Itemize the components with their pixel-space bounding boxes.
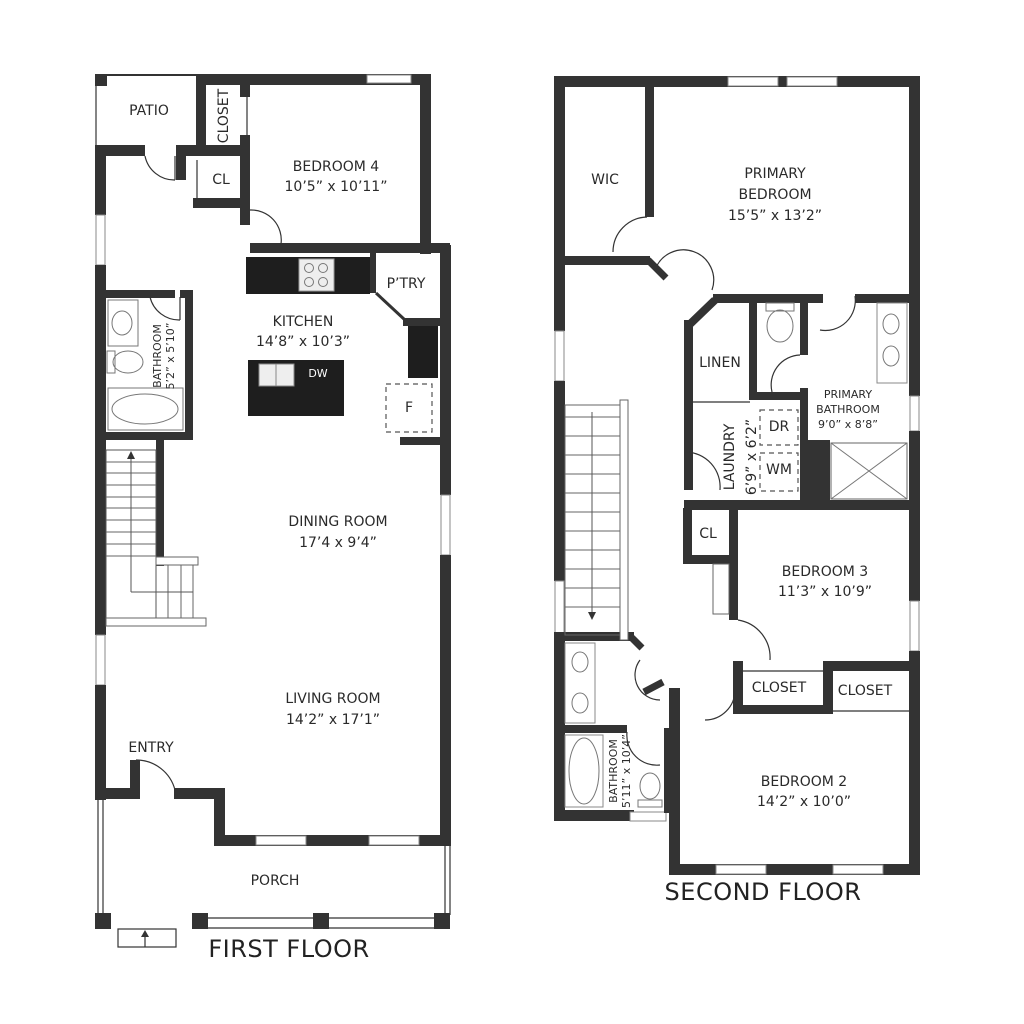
first-floor-stairs	[105, 449, 207, 627]
first-floor-doors	[135, 155, 282, 791]
room-dims-primary-bath: 9’0” x 8’8”	[818, 418, 878, 431]
room-label-patio: PATIO	[129, 103, 169, 119]
room-label-primary-bath-1: PRIMARY	[823, 388, 873, 401]
room-dims-bathroom-1f: 5’2” x 5’10”	[164, 322, 177, 390]
room-label-linen: LINEN	[699, 355, 741, 371]
room-label-closet-b: CLOSET	[837, 683, 893, 699]
dishwasher-label: DW	[308, 367, 328, 380]
bathroom-fixtures-1f	[106, 299, 184, 431]
room-label-cl-2f: CL	[699, 526, 717, 542]
second-floor-doors	[612, 216, 856, 766]
room-dims-dining: 17’4 x 9’4”	[299, 535, 377, 551]
room-label-bedroom-3: BEDROOM 3	[781, 564, 869, 580]
room-label-bedroom-2: BEDROOM 2	[760, 774, 848, 790]
room-label-living: LIVING ROOM	[285, 691, 381, 707]
room-dims-bedroom-4: 10’5” x 10’11”	[284, 179, 388, 195]
room-label-entry: ENTRY	[128, 740, 174, 756]
room-label-bathroom-2f: BATHROOM	[607, 739, 620, 803]
second-floor-stairs	[564, 399, 629, 641]
dryer-label: DR	[768, 419, 790, 435]
room-label-bathroom-1f: BATHROOM	[151, 324, 164, 388]
room-label-wic: WIC	[591, 172, 619, 188]
room-label-closet-a: CLOSET	[751, 680, 807, 696]
washer-label: WM	[766, 462, 792, 478]
room-label-bedroom-4: BEDROOM 4	[292, 159, 380, 175]
kitchen-fixtures	[246, 257, 438, 433]
room-dims-kitchen: 14’8” x 10’3”	[255, 334, 351, 350]
room-label-closet: CLOSET	[216, 88, 232, 144]
room-label-primary-bedroom-2: BEDROOM	[738, 187, 812, 203]
room-label-laundry: LAUNDRY	[722, 423, 738, 491]
room-label-cl: CL	[212, 172, 230, 188]
room-label-kitchen: KITCHEN	[272, 314, 334, 330]
second-floor-title: SECOND FLOOR	[664, 878, 862, 906]
room-dims-bedroom-3: 11’3” x 10’9”	[777, 584, 873, 600]
room-label-porch: PORCH	[250, 873, 300, 889]
room-label-primary-bedroom-1: PRIMARY	[744, 166, 806, 182]
first-floor-title: FIRST FLOOR	[208, 935, 370, 963]
room-label-pantry: P’TRY	[386, 276, 426, 292]
room-dims-primary-bedroom: 15’5” x 13’2”	[727, 208, 823, 224]
room-dims-bedroom-2: 14’2” x 10’0”	[756, 794, 852, 810]
room-dims-laundry: 6’9” x 6’2”	[744, 418, 760, 496]
room-label-primary-bath-2: BATHROOM	[816, 403, 880, 416]
second-floor-walls	[554, 76, 920, 875]
fridge-label: F	[404, 400, 414, 416]
room-dims-bathroom-2f: 5’11” x 10’4”	[620, 734, 633, 808]
first-floor-walls	[95, 74, 451, 948]
room-label-dining: DINING ROOM	[288, 514, 388, 530]
room-dims-living: 14’2” x 17’1”	[285, 712, 381, 728]
